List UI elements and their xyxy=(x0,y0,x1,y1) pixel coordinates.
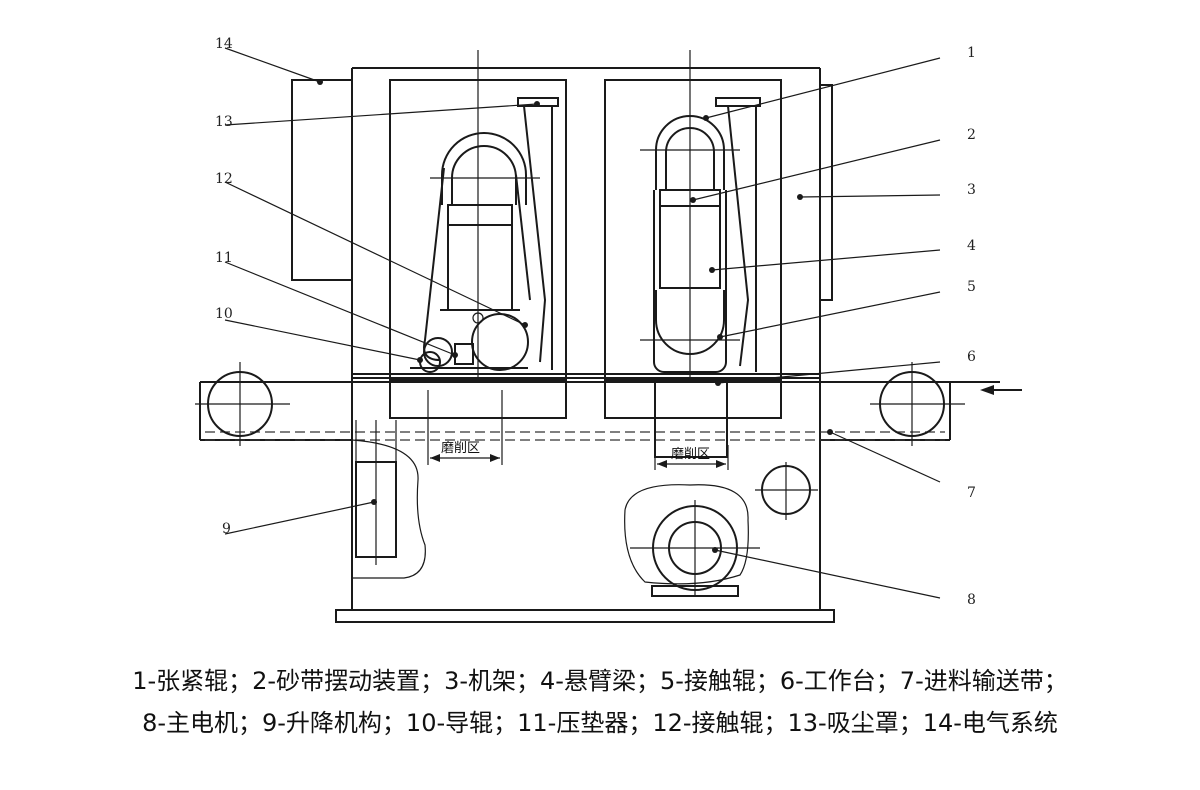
main-motor xyxy=(624,462,818,597)
right-dust-hood xyxy=(715,97,761,372)
label-9: 9 xyxy=(222,521,231,537)
left-grinding-zone-marker: 磨削区 xyxy=(427,390,503,465)
machine-frame xyxy=(335,67,835,623)
feed-direction-arrow xyxy=(980,385,1022,395)
label-3: 3 xyxy=(967,182,976,198)
label-10: 10 xyxy=(215,306,233,322)
label-7: 7 xyxy=(967,485,976,501)
leader-lines xyxy=(224,47,941,599)
work-table xyxy=(200,373,1000,383)
caption-line-1: 1-张紧辊；2-砂带摆动装置；3-机架；4-悬臂梁；5-接触辊；6-工作台；7-… xyxy=(132,667,1068,695)
label-11: 11 xyxy=(215,250,233,266)
caption-line-2: 8-主电机；9-升降机构；10-导辊；11-压垫器；12-接触辊；13-吸尘罩；… xyxy=(142,709,1058,737)
parts-legend-caption: 1-张紧辊；2-砂带摆动装置；3-机架；4-悬臂梁；5-接触辊；6-工作台；7-… xyxy=(0,660,1200,744)
machine-diagram: 磨削区 磨削区 xyxy=(195,36,1022,623)
electrical-cabinet xyxy=(291,79,353,281)
right-chamber xyxy=(604,79,782,381)
part-labels: 14 13 12 11 10 9 1 2 3 4 5 6 7 8 xyxy=(215,36,976,608)
right-grinding-head xyxy=(640,50,740,378)
left-grinding-zone-label: 磨削区 xyxy=(441,441,480,456)
feed-conveyor xyxy=(195,362,965,446)
side-panel xyxy=(819,84,833,301)
label-13: 13 xyxy=(215,114,233,130)
label-1: 1 xyxy=(967,45,976,61)
lifting-mechanism xyxy=(351,420,426,579)
right-grinding-zone-marker: 磨削区 xyxy=(654,445,729,470)
left-grinding-head xyxy=(410,50,540,380)
label-6: 6 xyxy=(967,349,976,365)
label-14: 14 xyxy=(215,36,233,52)
label-8: 8 xyxy=(967,592,976,608)
label-2: 2 xyxy=(967,127,976,143)
label-4: 4 xyxy=(967,238,976,254)
label-5: 5 xyxy=(967,279,976,295)
right-grinding-zone-label: 磨削区 xyxy=(671,447,710,462)
label-12: 12 xyxy=(215,171,233,187)
